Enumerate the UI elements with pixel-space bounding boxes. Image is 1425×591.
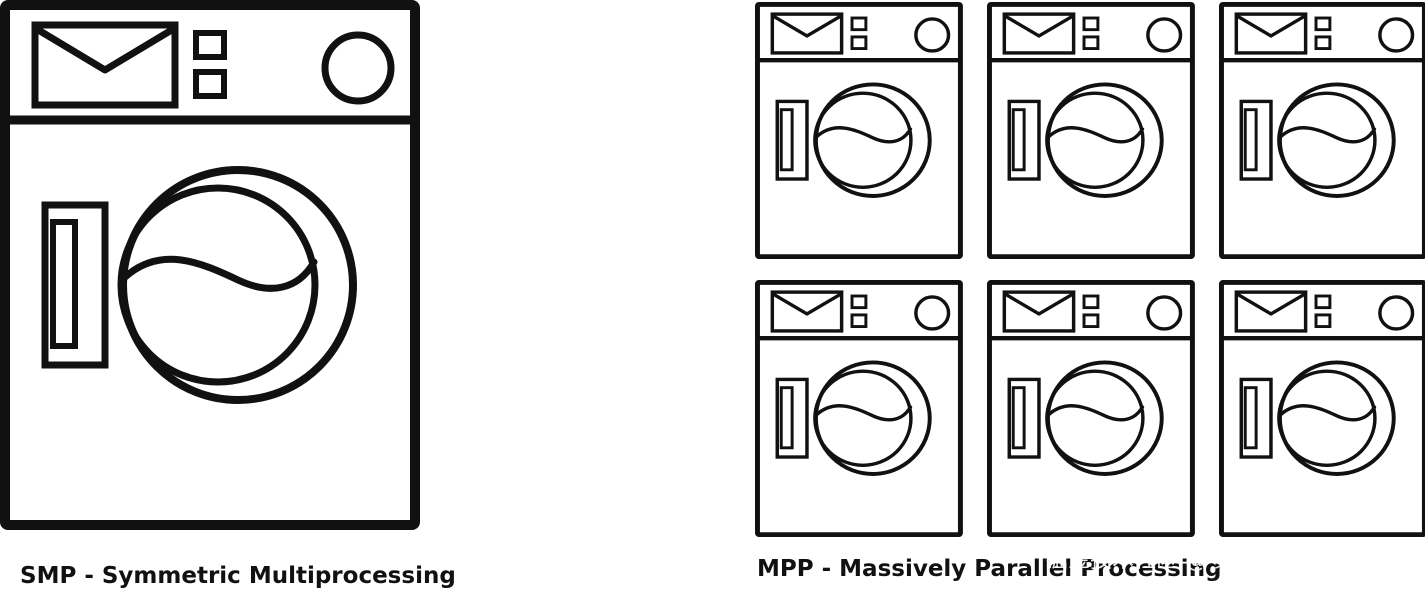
- mpp-washing-machine-icon: [1221, 4, 1424, 256]
- mpp-washing-machine-icon: [989, 4, 1192, 256]
- smp-caption: SMP - Symmetric Multiprocessing: [20, 563, 456, 589]
- mpp-washing-machine-icon: [757, 282, 960, 534]
- mpp-washing-machine-icon: [989, 282, 1192, 534]
- smp-washing-machine-icon: [5, 5, 415, 525]
- watermark: 掘金技术社区 @ 数据智能老司机: [1046, 548, 1368, 573]
- mpp-caption: MPP - Massively Parallel Processing: [757, 556, 1222, 582]
- mpp-machine-grid: [757, 4, 1424, 534]
- mpp-washing-machine-icon: [757, 4, 960, 256]
- mpp-washing-machine-icon: [1221, 282, 1424, 534]
